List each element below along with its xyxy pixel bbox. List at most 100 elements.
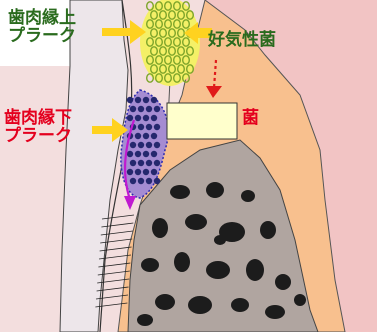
supragingival-bacterium	[185, 10, 194, 20]
supragingival-bacterium	[181, 1, 190, 11]
supragingival-label-line2: プラーク	[8, 25, 76, 46]
subgingival-bacterium	[153, 123, 161, 131]
bone-hole	[206, 182, 224, 198]
fiber-line	[99, 246, 132, 252]
subgingival-bacterium	[134, 96, 142, 104]
bone-hole	[155, 294, 175, 310]
subgingival-bacterium	[145, 105, 153, 113]
subgingival-bacterium	[142, 114, 150, 122]
periodontal-fibers	[95, 214, 135, 308]
fiber-line	[95, 294, 129, 300]
supragingival-bacterium	[167, 28, 176, 38]
subgingival-bacterium	[142, 168, 150, 176]
supragingival-bacterium	[167, 64, 176, 74]
bone-hole	[137, 314, 153, 326]
bone-hole	[246, 259, 264, 281]
subgingival-bacterium	[137, 159, 145, 167]
subgingival-bacterium	[150, 132, 158, 140]
fiber-line	[98, 254, 132, 260]
supragingival-bacterium	[185, 46, 194, 56]
subgingival-bacterium	[126, 150, 134, 158]
supragingival-bacterium	[145, 55, 154, 65]
bone-hole	[275, 274, 291, 290]
supragingival-bacterium	[149, 46, 158, 56]
subgingival-bacterium	[145, 159, 153, 167]
subgingival-bacterium	[153, 141, 161, 149]
aerobic-label: 好気性菌	[208, 30, 276, 50]
supragingival-bacterium	[181, 37, 190, 47]
supragingival-bacterium	[154, 1, 163, 11]
supragingival-bacterium	[158, 64, 167, 74]
subgingival-bacterium	[150, 96, 158, 104]
bone-hole	[206, 261, 230, 279]
supragingival-bacterium	[167, 46, 176, 56]
arrow-subgingival	[92, 118, 128, 142]
supragingival-bacterium	[154, 55, 163, 65]
bone-hole	[170, 185, 190, 199]
subgingival-bacterium	[134, 132, 142, 140]
supragingival-bacterium	[158, 46, 167, 56]
tooth-left-band	[0, 0, 72, 66]
arrow-aerobic-to-anaerobic	[212, 59, 218, 89]
fiber-line	[101, 214, 135, 220]
bone-hole	[219, 222, 245, 242]
subgingival-bacterium	[134, 150, 142, 158]
subgingival-bacterium	[137, 105, 145, 113]
supragingival-bacterium	[172, 55, 181, 65]
subgingival-bacterium	[126, 114, 134, 122]
supragingival-bacterium	[145, 1, 154, 11]
supragingival-bacteria	[145, 1, 194, 83]
supragingival-bacterium	[145, 73, 154, 83]
supragingival-bacterium	[176, 46, 185, 56]
arrow-supragingival	[102, 20, 146, 44]
arrow-magenta-head	[124, 196, 136, 210]
supragingival-bacterium	[172, 73, 181, 83]
subgingival-bacterium	[142, 96, 150, 104]
bone-hole	[185, 214, 207, 230]
bone-hole	[174, 252, 190, 272]
subgingival-bacterium	[150, 168, 158, 176]
bone-hole	[260, 221, 276, 239]
arrow-magenta	[123, 119, 136, 201]
subgingival-bacterium	[153, 105, 161, 113]
fiber-line	[97, 278, 130, 284]
subgingival-bacteria	[126, 96, 161, 185]
subgingival-bacterium	[145, 141, 153, 149]
fiber-line	[97, 270, 130, 276]
subgingival-bacterium	[134, 168, 142, 176]
subgingival-bacterium	[134, 114, 142, 122]
subgingival-bacterium	[150, 150, 158, 158]
subgingival-label-line1: 歯肉縁下	[4, 108, 72, 128]
subgingival-bacterium	[145, 123, 153, 131]
supragingival-bacterium	[149, 10, 158, 20]
supragingival-bacterium	[176, 64, 185, 74]
subgingival-bacterium	[129, 141, 137, 149]
supragingival-bacterium	[163, 37, 172, 47]
supragingival-bacterium	[172, 1, 181, 11]
supragingival-bacterium	[163, 1, 172, 11]
supragingival-bacterium	[172, 37, 181, 47]
subgingival-bacterium	[142, 150, 150, 158]
supragingival-bacterium	[185, 64, 194, 74]
supragingival-bacterium	[154, 19, 163, 29]
supragingival-bacterium	[158, 28, 167, 38]
bone-hole	[214, 235, 226, 245]
subgingival-bacterium	[142, 132, 150, 140]
subgingival-bacterium	[129, 177, 137, 185]
anaerobic-label-suffix: 菌	[242, 108, 259, 128]
supragingival-bacterium	[163, 19, 172, 29]
supragingival-bacterium	[163, 55, 172, 65]
subgingival-bacterium	[153, 159, 161, 167]
arrow-red-head	[206, 86, 222, 98]
supragingival-bacterium	[149, 28, 158, 38]
supragingival-bacterium	[145, 19, 154, 29]
bone-hole	[265, 305, 285, 319]
subgingival-bacterium	[145, 177, 153, 185]
bone-hole	[231, 298, 249, 312]
bone-holes	[137, 182, 306, 326]
arrow-aerobic	[184, 22, 212, 44]
subgingival-bacterium	[129, 159, 137, 167]
supragingival-bacterium	[167, 10, 176, 20]
subgingival-bacterium	[126, 96, 134, 104]
